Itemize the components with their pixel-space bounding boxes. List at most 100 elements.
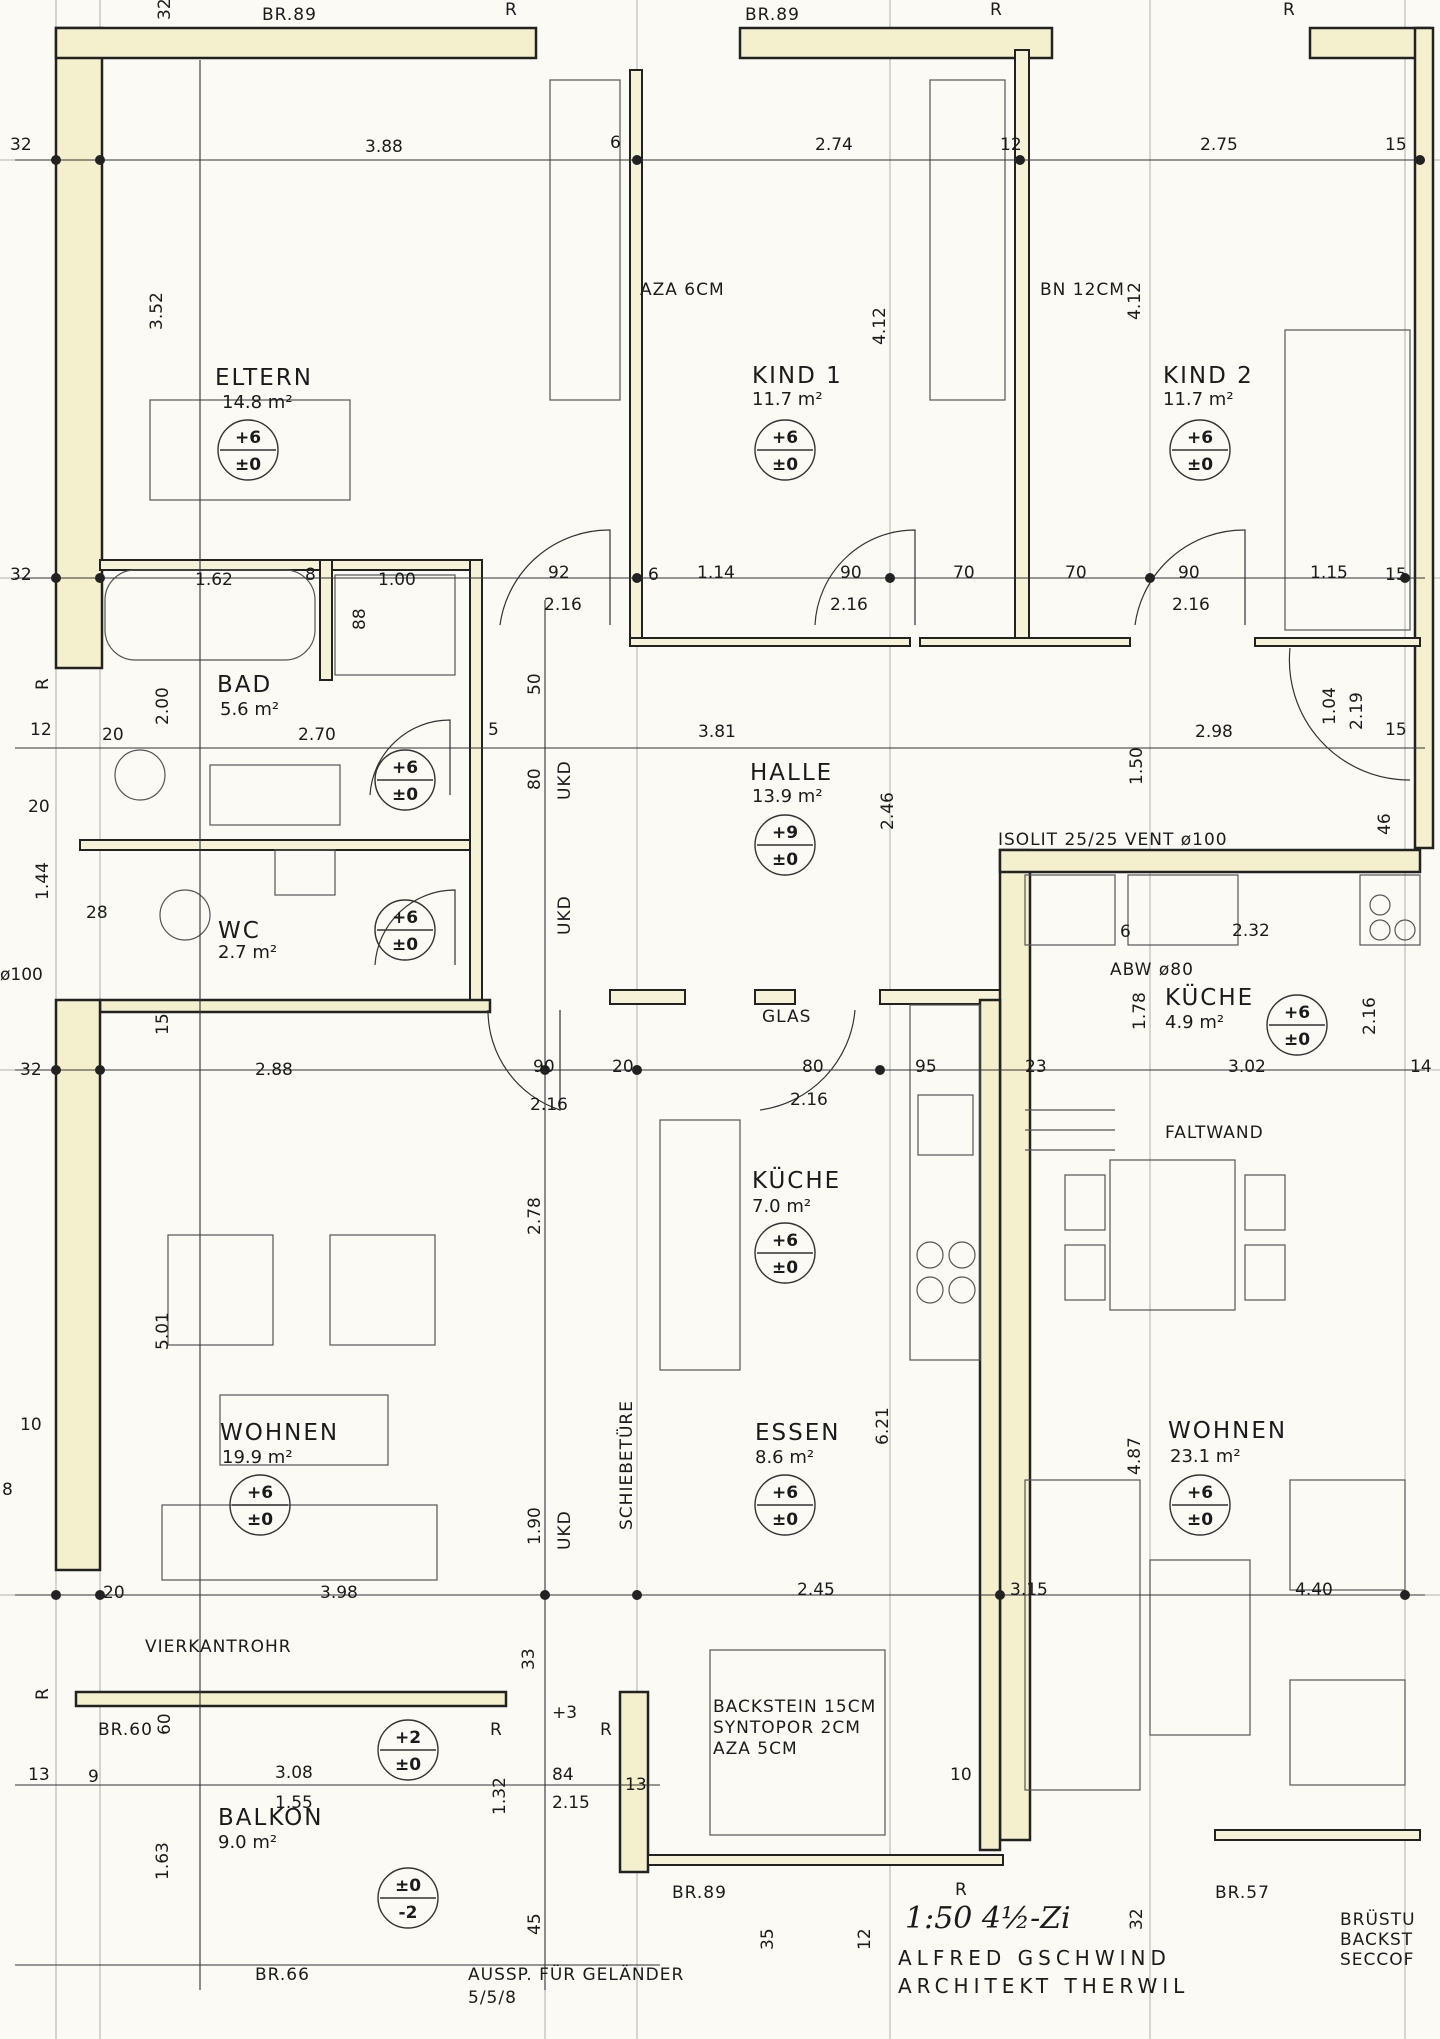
note-abw: ABW ø80	[1110, 960, 1194, 980]
mark: 12	[855, 1928, 875, 1950]
dim-label: 46	[1375, 813, 1395, 835]
note-br89: BR.89	[745, 5, 800, 25]
room-area-halle: 13.9 m²	[752, 786, 823, 807]
kitchen-right-fittings	[1024, 874, 1421, 1151]
dim-label: 50	[525, 673, 545, 695]
room-area-wc: 2.7 m²	[218, 942, 277, 963]
mark: R	[33, 1688, 53, 1700]
note-bruestung: SECCOF	[1340, 1950, 1414, 1970]
room-name-kind2: KIND 2	[1163, 363, 1254, 389]
mark: R	[990, 0, 1002, 20]
wall-south-mid	[647, 1854, 1004, 1866]
wall-balcony-parapet	[74, 1690, 508, 1708]
room-area-eltern: 14.8 m²	[222, 392, 293, 413]
room-labels: ELTERN 14.8 m² KIND 1 11.7 m² KIND 2 11.…	[215, 363, 1287, 1853]
mark: R	[955, 1880, 967, 1900]
wall-south-right	[1214, 1829, 1421, 1841]
level-bottom: ±0	[772, 1510, 798, 1530]
level-top: +6	[392, 758, 418, 778]
level-bottom: ±0	[392, 785, 418, 805]
dim-label: 1.90	[525, 1507, 545, 1545]
room-name-wohnen-right: WOHNEN	[1168, 1418, 1287, 1444]
dim-label: 1.15	[1310, 563, 1348, 583]
level-top: +6	[772, 1231, 798, 1251]
dim-label: 2.70	[298, 725, 336, 745]
note-wall-spec: BACKSTEIN 15CM	[713, 1697, 876, 1717]
note-faltwand: FALTWAND	[1165, 1123, 1264, 1143]
level-marker-bad: +6 ±0	[374, 749, 436, 811]
level-marker-wohnen-right: +6 ±0	[1169, 1474, 1231, 1536]
room-area-kueche-left: 7.0 m²	[752, 1196, 811, 1217]
dim-label: 4.87	[1125, 1437, 1145, 1475]
room-area-kueche-right: 4.9 m²	[1165, 1012, 1224, 1033]
note-wall-spec: SYNTOPOR 2CM	[713, 1718, 861, 1738]
mark: R	[505, 0, 517, 20]
doors	[369, 529, 1411, 1111]
mark: 6	[648, 565, 659, 585]
mark: 8	[2, 1480, 13, 1500]
dim-label: 70	[953, 563, 975, 583]
dim-label: 1.55	[275, 1793, 313, 1813]
level-top: +6	[1187, 428, 1213, 448]
dim-label: 90	[840, 563, 862, 583]
annotations: BR.89 BR.89 BR.60 BR.66 BR.89 BR.57 AZA …	[98, 5, 1416, 2008]
dim-label: 2.45	[797, 1580, 835, 1600]
mark: 15	[1385, 720, 1407, 740]
level-top: +6	[1187, 1483, 1213, 1503]
dim-label: 1.78	[1130, 992, 1150, 1030]
wall-kitchen-right-north	[998, 848, 1422, 874]
architect-name: ALFRED GSCHWIND	[898, 1946, 1171, 1970]
mark: 28	[86, 903, 108, 923]
level-marker-balkon-bottom: ±0 -2	[377, 1867, 439, 1929]
mark: 32	[10, 565, 32, 585]
dim-label: 2.00	[153, 687, 173, 725]
room-area-essen: 8.6 m²	[755, 1447, 814, 1468]
wall-kitchen-north-b	[754, 989, 796, 1005]
room-name-balkon: BALKON	[218, 1805, 323, 1831]
mark: R	[1283, 0, 1295, 20]
dim-label: 2.16	[544, 595, 582, 615]
wall-hall-north-b	[919, 637, 1131, 647]
mark: 15	[1385, 565, 1407, 585]
dim-label: 1.04	[1320, 687, 1340, 725]
mark: 14	[1410, 1057, 1432, 1077]
dim-label: 3.88	[365, 137, 403, 157]
level-bottom: ±0	[392, 935, 418, 955]
note-wall-spec: AZA 5CM	[713, 1739, 798, 1759]
wall-north-mid	[738, 26, 1054, 60]
level-top: +6	[1284, 1003, 1310, 1023]
level-marker-eltern: +6 ±0	[217, 419, 279, 481]
dim-label: 4.12	[870, 307, 890, 345]
dim-label: 2.16	[530, 1095, 568, 1115]
dim-label: 3.98	[320, 1583, 358, 1603]
mark: 15	[1385, 135, 1407, 155]
note-bruestung: BRÜSTU	[1340, 1908, 1416, 1930]
mark: 12	[30, 720, 52, 740]
mark: 95	[915, 1057, 937, 1077]
wall-balcony-east	[618, 1690, 650, 1874]
level-top: +6	[392, 908, 418, 928]
wall-bath-wc	[79, 839, 471, 851]
room-area-wohnen-right: 23.1 m²	[1170, 1446, 1241, 1467]
dim-label: 1.00	[378, 570, 416, 590]
mark: 5	[488, 720, 499, 740]
mark: 6	[610, 133, 621, 153]
mark: 15	[153, 1013, 173, 1035]
dim-label: 2.32	[1232, 921, 1270, 941]
note-ukd: UKD	[555, 1510, 575, 1550]
mark: 32	[155, 0, 175, 20]
note-ukd: UKD	[555, 760, 575, 800]
level-bottom: -2	[399, 1903, 418, 1923]
level-bottom: ±0	[772, 455, 798, 475]
mark: 23	[1025, 1057, 1047, 1077]
level-bottom: ±0	[395, 1755, 421, 1775]
note-bruestung: BACKST	[1340, 1930, 1413, 1950]
dim-label: 1.32	[490, 1777, 510, 1815]
mark: 12	[1000, 135, 1022, 155]
room-name-wohnen-left: WOHNEN	[220, 1420, 339, 1446]
note-vierkantrohr: VIERKANTROHR	[145, 1637, 292, 1657]
dim-label: 10	[950, 1765, 972, 1785]
dim-label: 3.81	[698, 722, 736, 742]
room-area-wohnen-left: 19.9 m²	[222, 1447, 293, 1468]
